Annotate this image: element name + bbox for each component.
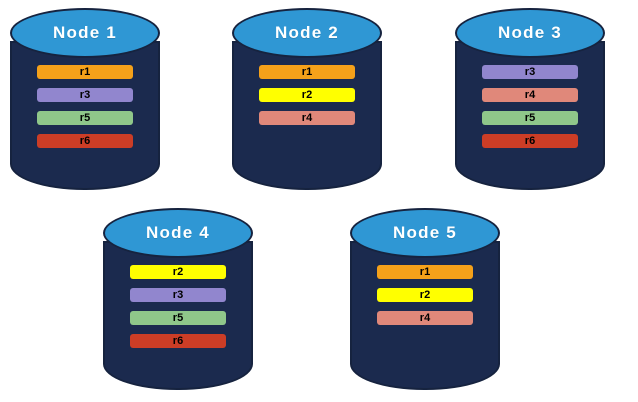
replica-bar[interactable]: r4 (482, 88, 578, 102)
node-label: Node 1 (53, 23, 117, 42)
replica-bar[interactable]: r3 (130, 288, 226, 302)
replica-list: r1 r2 r4 (232, 65, 382, 125)
replica-bar[interactable]: r6 (482, 134, 578, 148)
cylinder-top-ellipse (10, 8, 160, 58)
replica-bar[interactable]: r1 (259, 65, 355, 79)
replica-bar[interactable]: r1 (377, 265, 473, 279)
replica-bar[interactable]: r4 (377, 311, 473, 325)
database-node[interactable]: Node 1 r1 r3 r5 r6 (10, 8, 160, 190)
replica-bar[interactable]: r3 (37, 88, 133, 102)
replica-bar[interactable]: r5 (37, 111, 133, 125)
replica-bar[interactable]: r2 (259, 88, 355, 102)
replica-bar[interactable]: r5 (130, 311, 226, 325)
replica-list: r1 r3 r5 r6 (10, 65, 160, 148)
database-node[interactable]: Node 2 r1 r2 r4 (232, 8, 382, 190)
replica-bar[interactable]: r2 (130, 265, 226, 279)
replica-bar[interactable]: r2 (377, 288, 473, 302)
replica-bar[interactable]: r3 (482, 65, 578, 79)
cylinder-top-ellipse (350, 208, 500, 258)
node-label: Node 5 (393, 223, 457, 242)
node-label: Node 3 (498, 23, 562, 42)
replica-bar[interactable]: r1 (37, 65, 133, 79)
database-node[interactable]: Node 5 r1 r2 r4 (350, 208, 500, 390)
cylinder-top-ellipse (232, 8, 382, 58)
cylinder-top-ellipse (455, 8, 605, 58)
database-node[interactable]: Node 3 r3 r4 r5 r6 (455, 8, 605, 190)
cylinder-top-ellipse (103, 208, 253, 258)
replica-list: r1 r2 r4 (350, 265, 500, 325)
replica-list: r3 r4 r5 r6 (455, 65, 605, 148)
replica-bar[interactable]: r4 (259, 111, 355, 125)
replica-bar[interactable]: r6 (130, 334, 226, 348)
database-node[interactable]: Node 4 r2 r3 r5 r6 (103, 208, 253, 390)
node-label: Node 4 (146, 223, 210, 242)
replica-bar[interactable]: r6 (37, 134, 133, 148)
node-label: Node 2 (275, 23, 339, 42)
replica-list: r2 r3 r5 r6 (103, 265, 253, 348)
replica-bar[interactable]: r5 (482, 111, 578, 125)
